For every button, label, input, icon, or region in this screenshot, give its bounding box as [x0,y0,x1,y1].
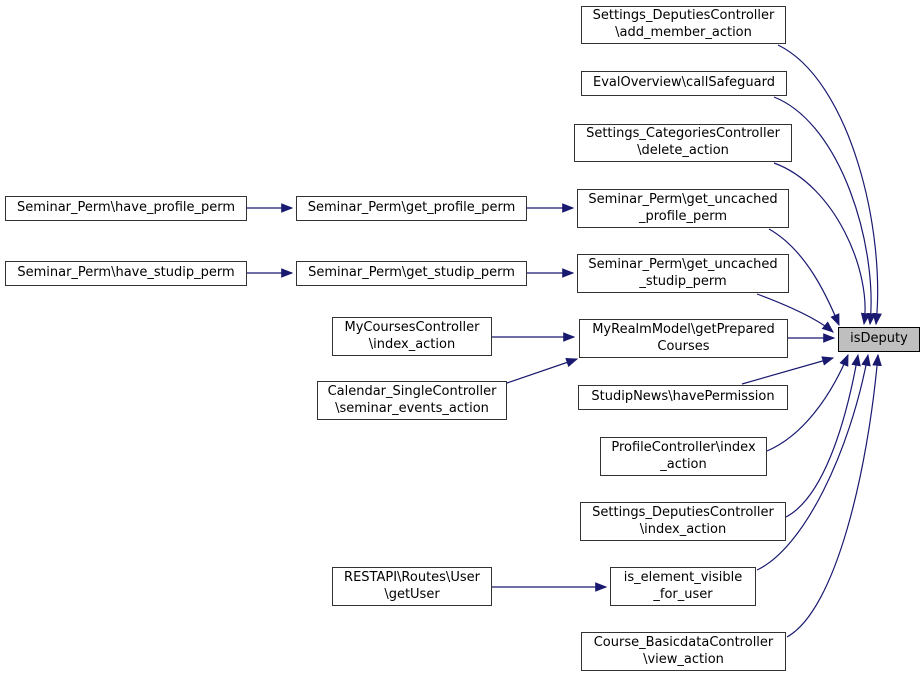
node-seminar-perm-get-profile-perm[interactable]: Seminar_Perm\get_profile_perm [296,196,527,221]
edge-delete-action-to-isdeputy [773,162,871,326]
node-seminar-perm-get-uncached-studip-perm[interactable]: Seminar_Perm\get_uncached _studip_perm [577,254,789,293]
node-calendar-singlecontroller-seminar-events-action[interactable]: Calendar_SingleController \seminar_event… [317,381,507,420]
edge-deputies-index-to-isdeputy [785,353,861,518]
node-seminar-perm-have-studip-perm[interactable]: Seminar_Perm\have_studip_perm [5,261,247,286]
node-profilecontroller-index-action[interactable]: ProfileController\index _action [600,437,767,476]
node-seminar-perm-get-studip-perm[interactable]: Seminar_Perm\get_studip_perm [296,261,527,286]
node-restapi-routes-user-getuser[interactable]: RESTAPI\Routes\User \getUser [332,567,492,606]
node-is-element-visible-for-user[interactable]: is_element_visible _for_user [610,567,756,606]
node-seminar-perm-have-profile-perm[interactable]: Seminar_Perm\have_profile_perm [5,196,247,221]
edge-is-element-visible-to-isdeputy [756,353,871,571]
edge-add-member-to-isdeputy [777,44,882,326]
node-isdeputy: isDeputy [838,327,920,352]
node-mycoursescontroller-index-action[interactable]: MyCoursesController \index_action [332,317,492,356]
node-course-basicdatacontroller-view-action[interactable]: Course_BasicdataController \view_action [581,632,786,671]
edge-get-uncached-studip-to-isdeputy [756,293,834,333]
edge-profile-index-to-isdeputy [766,353,849,452]
edge-havepermission-to-isdeputy [741,356,835,385]
node-settings-deputiescontroller-index-action[interactable]: Settings_DeputiesController \index_actio… [580,502,786,541]
edge-calendar-to-getprepared [506,357,579,384]
edge-view-action-to-isdeputy [786,353,882,638]
node-myrealmmodel-getpreparedcourses[interactable]: MyRealmModel\getPrepared Courses [579,319,788,358]
node-settings-deputiescontroller-add-member-action[interactable]: Settings_DeputiesController \add_member_… [581,6,786,44]
node-studipnews-havepermission[interactable]: StudipNews\havePermission [578,385,788,410]
edge-get-uncached-profile-to-isdeputy [768,228,840,327]
edge-callsafeguard-to-isdeputy [773,96,876,326]
node-evaloverview-callsafeguard[interactable]: EvalOverview\callSafeguard [581,71,787,96]
node-settings-categoriescontroller-delete-action[interactable]: Settings_CategoriesController \delete_ac… [574,124,792,162]
node-seminar-perm-get-uncached-profile-perm[interactable]: Seminar_Perm\get_uncached _profile_perm [577,189,789,228]
